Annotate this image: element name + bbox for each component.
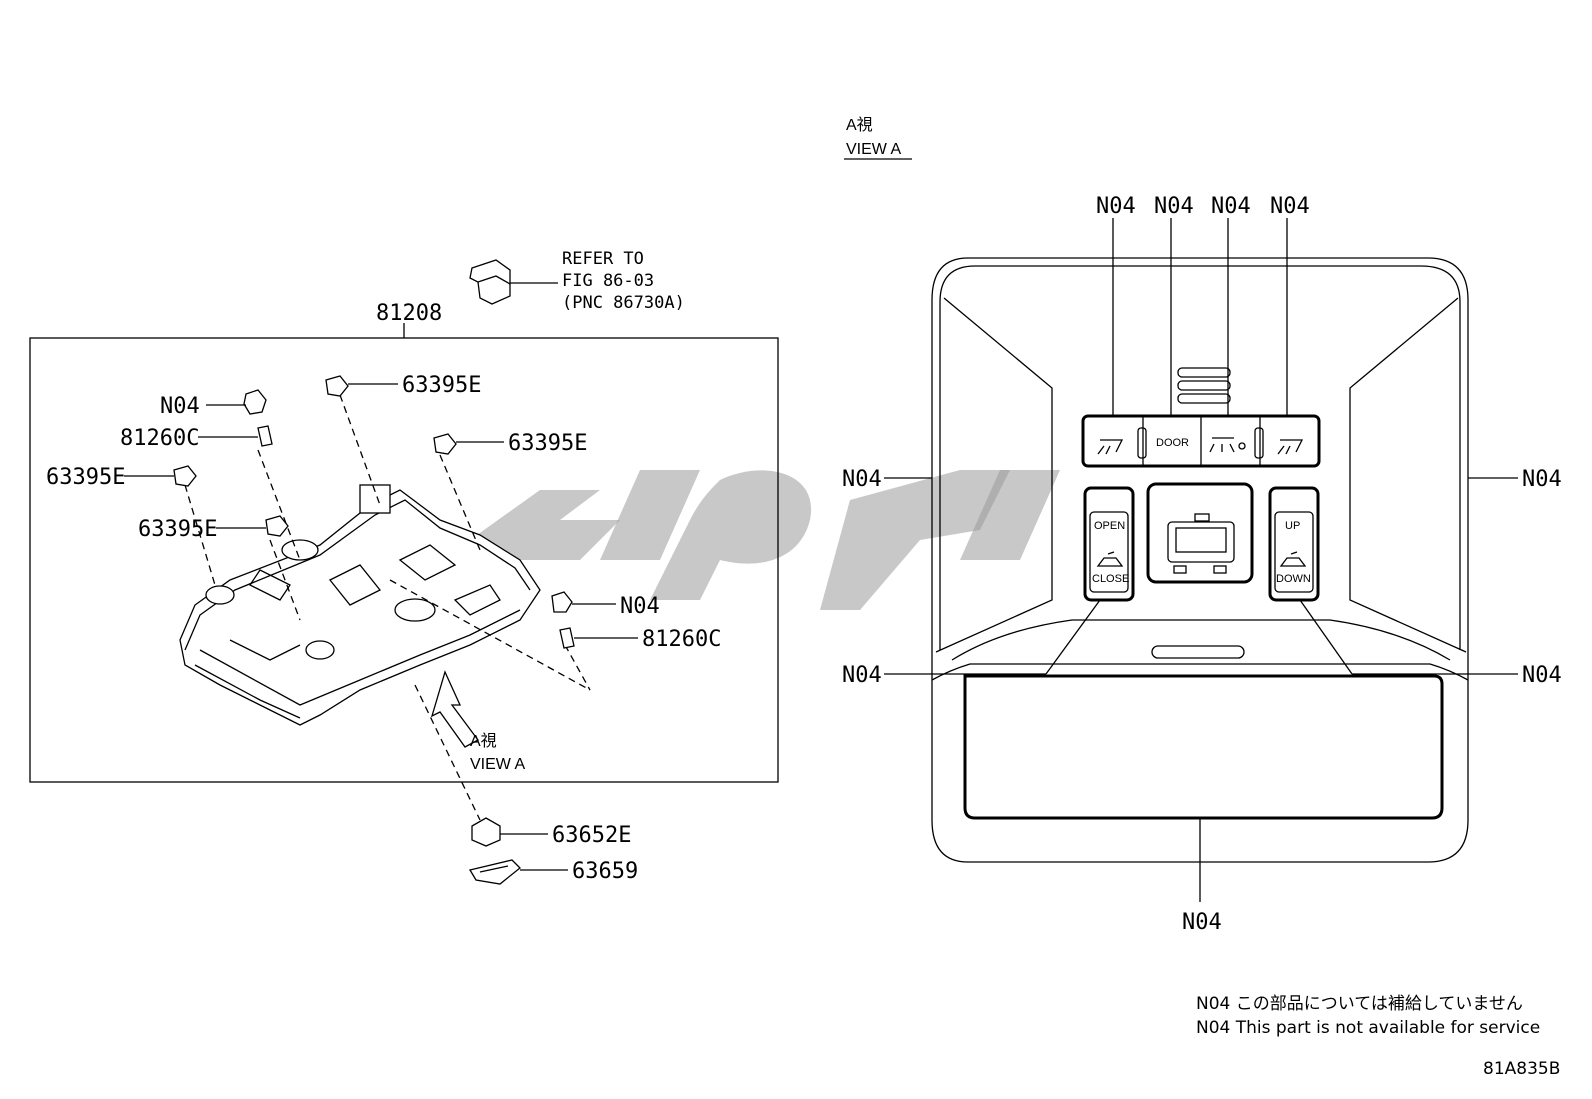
view-marker-en: VIEW A bbox=[470, 756, 525, 773]
dome-lamp-button[interactable] bbox=[1209, 437, 1246, 453]
side-right-upper-label: N04 bbox=[1522, 467, 1562, 492]
sunroof-tilt-switch[interactable] bbox=[1268, 486, 1320, 602]
side-left-upper-label: N04 bbox=[842, 467, 882, 492]
view-a-title-jp: A視 bbox=[846, 116, 873, 134]
clip-mid-right-part bbox=[433, 433, 504, 455]
down-label: DOWN bbox=[1276, 573, 1311, 585]
open-label: OPEN bbox=[1094, 520, 1125, 532]
console-outline bbox=[931, 257, 1469, 863]
sunroof-open-close-switch[interactable] bbox=[1083, 486, 1135, 602]
callout-n04-right: N04 bbox=[620, 594, 660, 619]
up-label: UP bbox=[1285, 520, 1300, 532]
view-marker-jp: A視 bbox=[470, 732, 497, 750]
clip-left-part bbox=[124, 465, 197, 487]
n04-top-part bbox=[206, 389, 267, 415]
callout-holder: 63652E bbox=[552, 823, 631, 848]
bulb-top-part bbox=[198, 425, 273, 447]
left-lamp-icon bbox=[1097, 439, 1124, 455]
refer-bracket-part bbox=[469, 259, 558, 305]
left-map-lamp-button[interactable] bbox=[1097, 439, 1124, 455]
vent-slit-3 bbox=[1177, 393, 1231, 404]
side-right-lower-label: N04 bbox=[1522, 663, 1562, 688]
callout-bulb-right: 81260C bbox=[642, 627, 721, 652]
callout-bulb-top: 81260C bbox=[120, 426, 199, 451]
holder-part bbox=[471, 817, 548, 847]
sunroof-icon-left bbox=[1096, 551, 1124, 567]
refer-line-2: FIG 86-03 bbox=[562, 271, 654, 291]
plate-part bbox=[468, 859, 568, 885]
note-japanese: N04 この部品については補給していません bbox=[1196, 994, 1523, 1014]
top-label-4: N04 bbox=[1270, 194, 1310, 219]
sunroof-icon-right bbox=[1279, 551, 1307, 567]
callout-clip-mid-right: 63395E bbox=[508, 431, 587, 456]
callout-plate: 63659 bbox=[572, 859, 638, 884]
view-a-arrow bbox=[430, 670, 479, 748]
assembly-number: 81208 bbox=[376, 301, 442, 326]
callout-clip-top: 63395E bbox=[402, 373, 481, 398]
callout-clip-left: 63395E bbox=[46, 465, 125, 490]
bottom-label: N04 bbox=[1182, 910, 1222, 935]
close-label: CLOSE bbox=[1092, 573, 1129, 585]
right-lamp-icon bbox=[1277, 439, 1304, 455]
center-module bbox=[1146, 482, 1254, 584]
bulb-right-part bbox=[559, 627, 638, 649]
watermark-logo bbox=[470, 470, 1060, 610]
vent-slit-1 bbox=[1177, 367, 1231, 378]
clip-top-part bbox=[325, 375, 398, 397]
view-a-title-en: VIEW A bbox=[846, 141, 901, 158]
left-exploded-view: 81208 REFER TO FIG 86-03 (PNC 86730A) bbox=[29, 249, 779, 885]
refer-line-3: (PNC 86730A) bbox=[562, 293, 685, 313]
note-english: N04 This part is not available for servi… bbox=[1196, 1018, 1540, 1038]
top-label-1: N04 bbox=[1096, 194, 1136, 219]
refer-line-1: REFER TO bbox=[562, 249, 644, 269]
vent-slit-2 bbox=[1177, 380, 1231, 391]
callout-n04-top: N04 bbox=[160, 394, 200, 419]
callout-clip-left-lower: 63395E bbox=[138, 517, 217, 542]
figure-code: 81A835B bbox=[1483, 1059, 1560, 1079]
side-left-lower-label: N04 bbox=[842, 663, 882, 688]
n04-right-part bbox=[551, 591, 616, 613]
top-label-2: N04 bbox=[1154, 194, 1194, 219]
right-view-a: A視 VIEW A DOOR bbox=[842, 116, 1562, 935]
clip-left-lower-part bbox=[216, 515, 289, 537]
door-button[interactable]: DOOR bbox=[1156, 437, 1189, 449]
console-housing bbox=[179, 484, 541, 726]
right-map-lamp-button[interactable] bbox=[1277, 439, 1304, 455]
dome-lamp-icon bbox=[1209, 437, 1235, 453]
top-label-3: N04 bbox=[1211, 194, 1251, 219]
